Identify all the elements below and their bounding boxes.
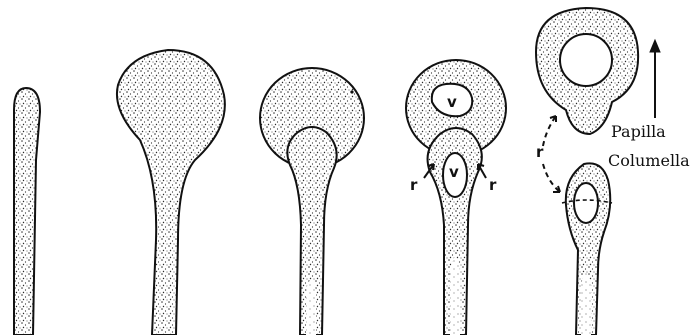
label-r-left: r — [410, 176, 417, 194]
label-columella: Columella — [608, 151, 690, 170]
stage-2-club — [117, 50, 225, 335]
label-r-detached: r — [536, 143, 543, 161]
stage-1-rod — [14, 88, 40, 335]
stage-3-head — [260, 68, 364, 335]
label-papilla: Papilla — [611, 122, 666, 141]
stage-5-papilla-columella — [536, 8, 660, 335]
label-v-head: v — [447, 93, 457, 111]
label-r-right: r — [489, 176, 496, 194]
label-v-stalk: v — [449, 163, 459, 181]
